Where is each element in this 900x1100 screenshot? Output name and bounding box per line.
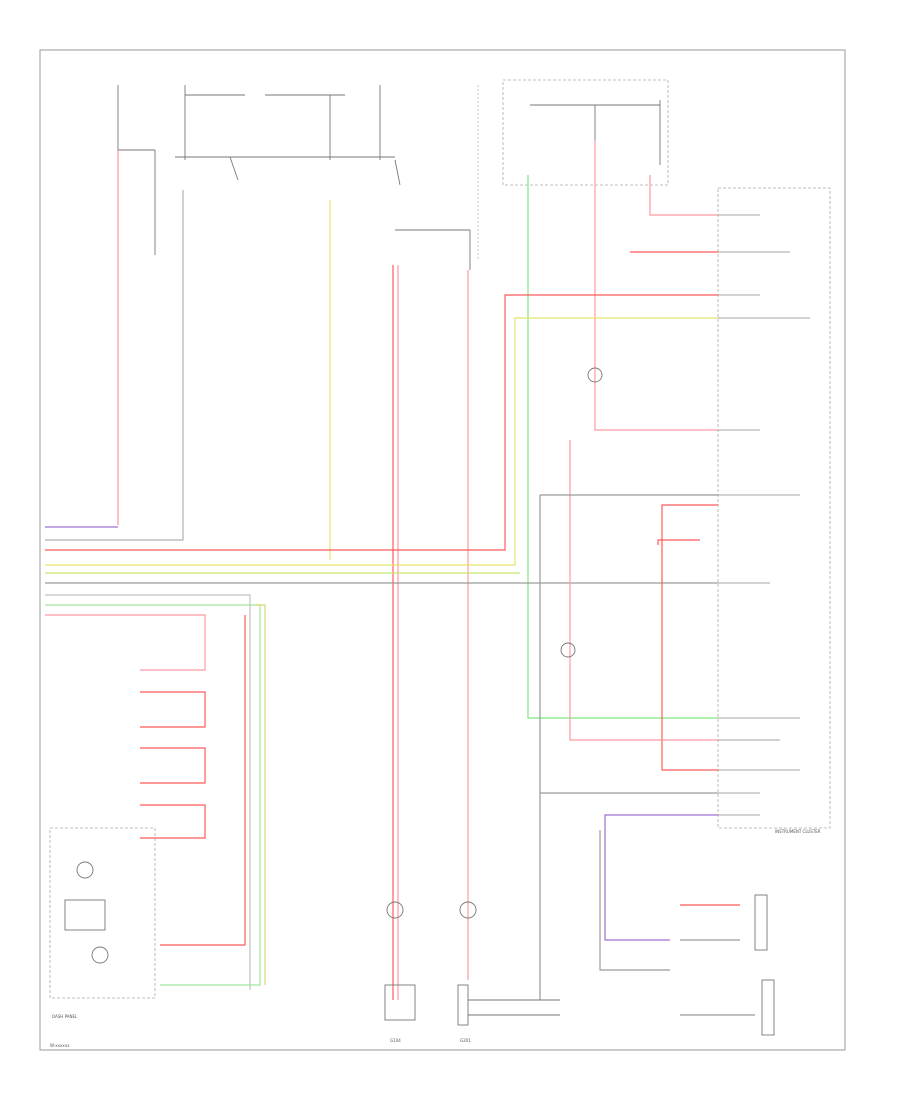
wire-gray-lower-right bbox=[599, 830, 670, 971]
wire-red-right-loop bbox=[661, 504, 718, 771]
wire-loop-2 bbox=[140, 747, 206, 784]
wire-red-bus bbox=[45, 294, 718, 551]
wire-loop-3 bbox=[140, 804, 206, 839]
control-module-box bbox=[717, 187, 831, 829]
wire-gray-bus-2 bbox=[45, 594, 251, 990]
instrument-cluster-label: INSTRUMENT CLUSTER bbox=[775, 829, 821, 834]
module-ticks bbox=[718, 214, 810, 816]
wire-green-bus-2 bbox=[45, 604, 261, 986]
wire-red-right-loop-2 bbox=[657, 539, 700, 545]
wire-red-relay-a bbox=[594, 140, 718, 431]
diagram-frame bbox=[39, 49, 846, 1051]
wire-yellow-bus bbox=[45, 317, 718, 566]
top-fuse-section bbox=[117, 85, 661, 270]
wire-loop-1 bbox=[140, 691, 206, 728]
wire-gray-feed-a bbox=[45, 190, 184, 541]
lower-left-module-box bbox=[49, 827, 156, 999]
ground-label-g201: G201 bbox=[460, 1038, 471, 1043]
wire-red-right-loop-3 bbox=[569, 440, 718, 741]
wire-yellow-bus-2 bbox=[255, 604, 266, 985]
figure-id-label: W-xxxxxx bbox=[50, 1043, 70, 1048]
wire-pink-relay-b bbox=[649, 175, 718, 216]
wire-red-module bbox=[160, 615, 246, 946]
dash-panel-label: DASH PANEL bbox=[52, 1014, 78, 1019]
ground-label-g104: G104 bbox=[390, 1038, 401, 1043]
relay-box bbox=[502, 79, 669, 186]
wire-pink-bus bbox=[45, 614, 206, 671]
wire-green-right bbox=[527, 175, 718, 719]
bottom-components bbox=[64, 367, 775, 1036]
wire-purple-right bbox=[604, 814, 718, 941]
